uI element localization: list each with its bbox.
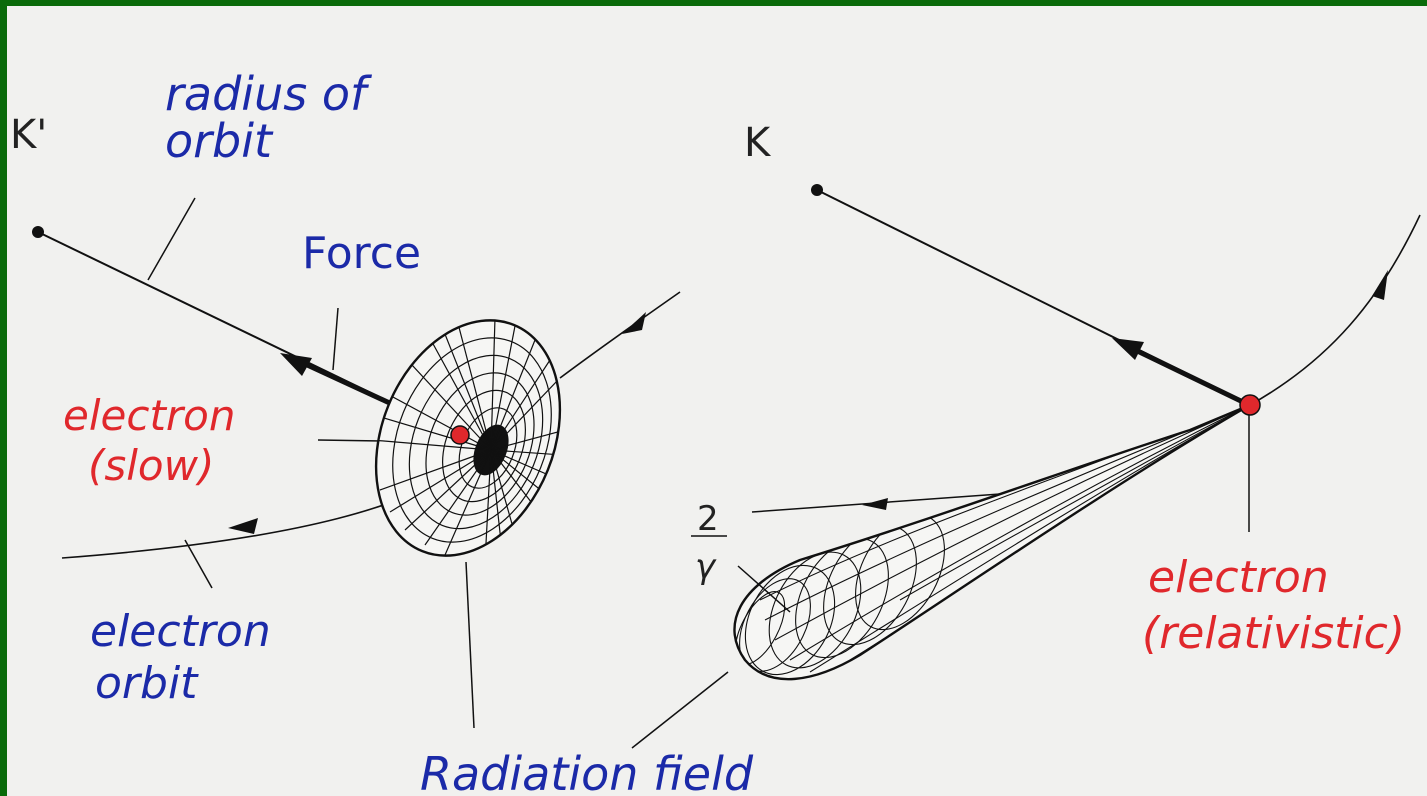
- diagram-canvas: K' K radius of orbit Force electron (slo…: [7, 6, 1427, 796]
- radiation-field-label: Radiation field: [420, 747, 754, 796]
- radiation-pointer-right: [631, 671, 729, 749]
- angle-pointer-line: [737, 565, 791, 613]
- left-scene: [32, 197, 681, 729]
- radiation-pointer-left: [465, 561, 475, 729]
- right-scene: [631, 184, 1421, 749]
- angle-arrowhead: [862, 498, 888, 510]
- force-label: Force: [302, 228, 421, 279]
- electron-slow-label-line2: (slow): [88, 441, 214, 490]
- right-force-arrowhead: [1112, 338, 1144, 360]
- electron-slow-dot: [450, 425, 470, 445]
- electron-rel-label-line1: electron: [1148, 552, 1329, 603]
- left-orbit-arrow-upper: [622, 312, 646, 334]
- radius-pointer-line: [147, 197, 196, 281]
- electron-orbit-label-line1: electron: [90, 606, 271, 657]
- electron-rel-label-line2: (relativistic): [1142, 608, 1405, 659]
- angle-numerator: 2: [697, 499, 719, 539]
- right-orbit-arrow: [1372, 270, 1388, 300]
- radius-label-line1: radius of: [165, 67, 372, 121]
- right-force-arrow: [1123, 342, 1247, 406]
- left-orbit-arrow-lower: [228, 518, 258, 534]
- diagram-svg: K' K radius of orbit Force electron (slo…: [10, 67, 1421, 796]
- angle-denominator: γ: [695, 547, 717, 587]
- electron-orbit-label-line2: orbit: [95, 658, 199, 709]
- left-force-arrowhead: [280, 353, 312, 376]
- frame-label-left: K': [10, 112, 47, 158]
- force-pointer-line: [332, 307, 339, 371]
- electron-slow-label-line1: electron: [63, 391, 236, 440]
- right-electron-orbit: [1249, 214, 1421, 406]
- radius-label-line2: orbit: [165, 114, 274, 168]
- orbit-pointer-line: [184, 539, 213, 589]
- frame-label-right: K: [744, 120, 772, 166]
- electron-relativistic-dot: [1239, 394, 1261, 416]
